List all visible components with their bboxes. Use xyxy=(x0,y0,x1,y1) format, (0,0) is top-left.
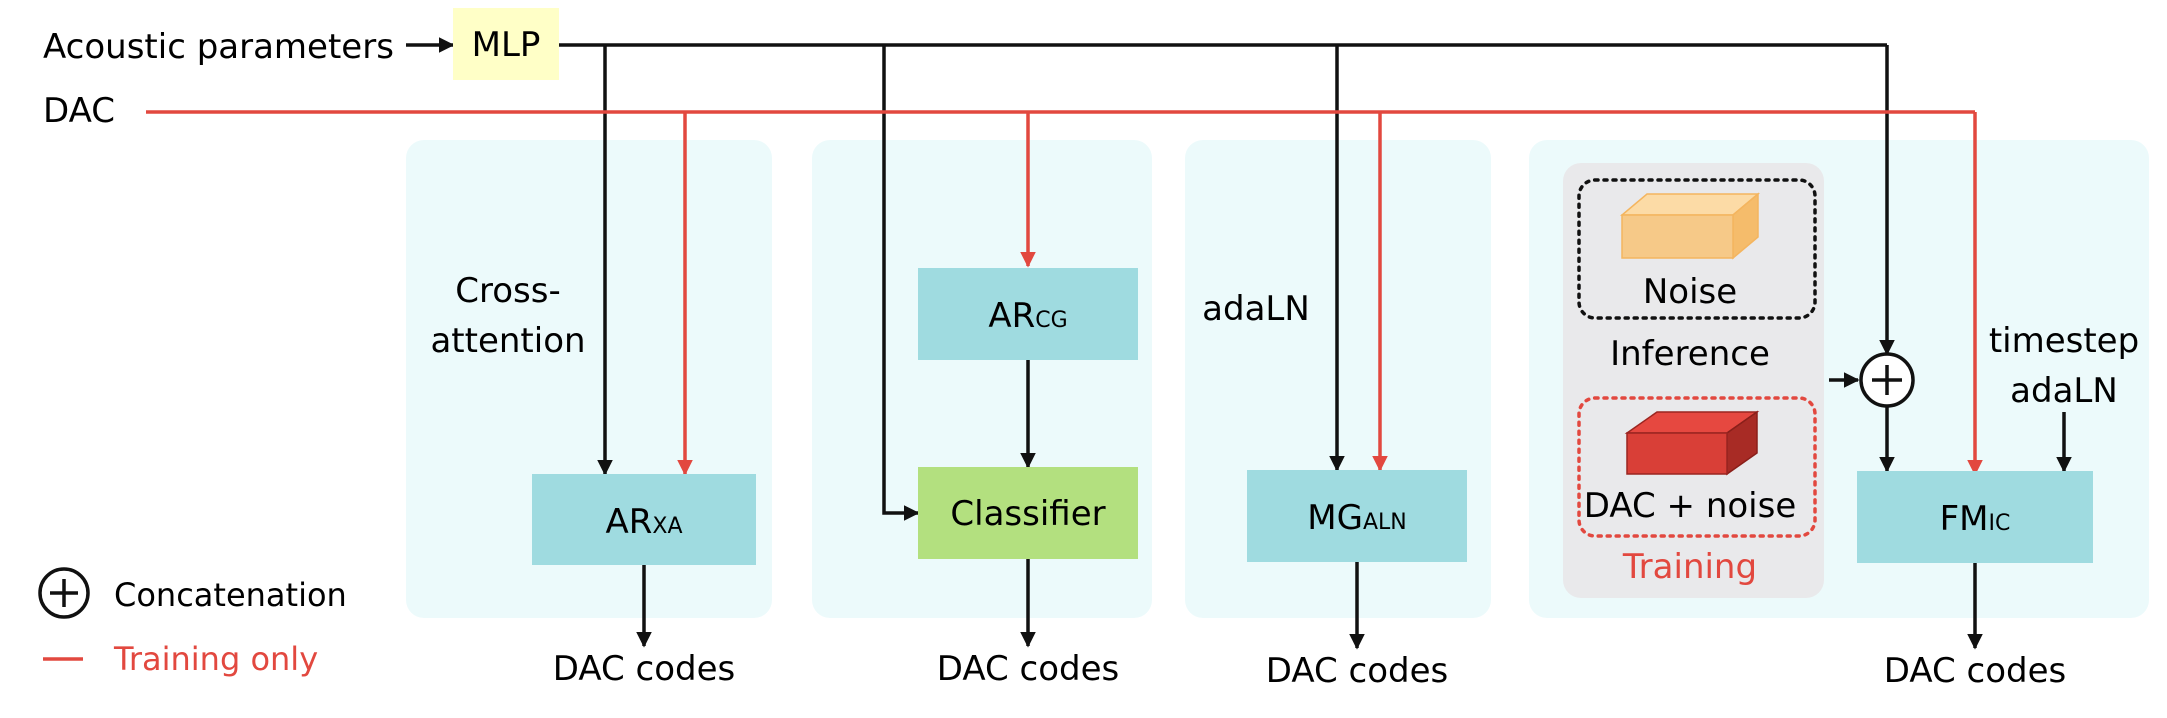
adaln-label: adaLN xyxy=(1202,289,1310,329)
mlp-to-classifier-arrow xyxy=(882,45,920,521)
ar-cg-label: ARCG xyxy=(988,296,1067,336)
inference-noise-box xyxy=(1577,178,1817,320)
legend-concat-label: Concatenation xyxy=(114,576,347,614)
inference-label: Inference xyxy=(1610,334,1770,374)
ar-xa-label: ARXA xyxy=(605,502,682,542)
mlp-box xyxy=(453,8,559,80)
fm-ic-label: FMIC xyxy=(1940,499,2011,539)
timestep-label: timestep xyxy=(1989,321,2139,361)
ar-xa-output-label: DAC codes xyxy=(553,649,736,689)
noise-cube-icon xyxy=(1619,192,1761,260)
noise-label: Noise xyxy=(1643,272,1737,312)
mg-aln-label: MGALN xyxy=(1307,498,1406,538)
cross-attention-label-2: attention xyxy=(430,321,585,361)
fm-ic-box xyxy=(1857,471,2093,563)
mg-aln-box xyxy=(1247,470,1467,562)
ar-cg-output-label: DAC codes xyxy=(937,649,1120,689)
training-noise-box xyxy=(1577,396,1817,538)
noise-source-box xyxy=(1563,163,1824,598)
legend-training-label: Training only xyxy=(113,640,318,678)
dac-input-label: DAC xyxy=(43,91,115,131)
training-label: Training xyxy=(1622,547,1757,587)
concat-plus-icon xyxy=(1859,352,1915,408)
dac-noise-label: DAC + noise xyxy=(1584,486,1797,526)
ar-xa-box xyxy=(532,474,756,565)
timestep-adaln-label: adaLN xyxy=(2010,371,2118,411)
mg-aln-output-label: DAC codes xyxy=(1266,651,1449,691)
fm-ic-output-label: DAC codes xyxy=(1884,651,2067,691)
mlp-label: MLP xyxy=(472,25,541,65)
ar-cg-box xyxy=(918,268,1138,360)
classifier-label: Classifier xyxy=(950,494,1105,534)
legend-concat-icon xyxy=(38,567,90,619)
classifier-box xyxy=(918,467,1138,559)
acoustic-parameters-label: Acoustic parameters xyxy=(43,27,394,67)
cross-attention-label-1: Cross- xyxy=(455,271,560,311)
dac-noise-cube-icon xyxy=(1624,410,1760,476)
